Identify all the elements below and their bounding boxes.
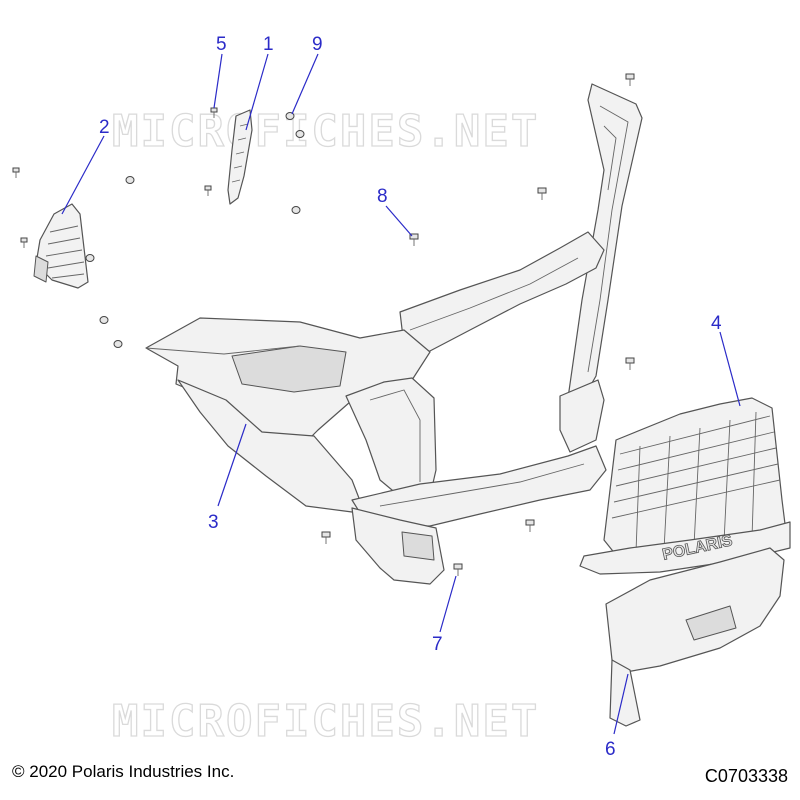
screw-grille [525,519,535,532]
clip-nut-9b [295,130,305,138]
screw-8 [409,233,419,246]
leader-7 [439,575,457,633]
clip-nut-b [291,206,301,214]
screw-top-right [625,73,635,86]
lower-skid-panel [605,547,785,727]
leader-lines [61,53,741,735]
clip-nut-c [85,254,95,262]
front-bumper-frame [145,83,643,585]
clip-nut-a [125,176,135,184]
leader-4 [719,331,741,407]
leader-6 [613,673,629,735]
front-grille: POLARIS [579,397,791,575]
callout-1: 1 [263,34,274,55]
copyright-notice: © 2020 Polaris Industries Inc. [12,762,235,781]
clip-nut-e [113,340,123,348]
callout-8: 8 [377,186,388,207]
callout-5: 5 [216,34,227,55]
push-pin-mid [204,185,212,196]
callout-labels: 1 2 3 4 5 6 7 8 9 [99,34,722,760]
fasteners [12,73,635,576]
clip-nut-d [99,316,109,324]
callout-2: 2 [99,117,110,138]
leader-2 [61,135,105,215]
push-pin-left-2 [20,237,28,248]
push-pin-left-1 [12,167,20,178]
leader-1 [245,53,269,131]
callout-9: 9 [312,34,323,55]
clip-nut-9a [285,112,295,120]
vertical-trim-strip [227,109,253,205]
leader-8 [385,205,413,237]
screw-upper [537,187,547,200]
screw-7 [453,563,463,576]
watermark-bottom: MICROFICHES.NET [112,696,539,747]
watermark-top: MICROFICHES.NET [112,106,539,157]
left-vent-grille [33,203,89,289]
leader-5 [213,53,223,109]
callout-6: 6 [605,739,616,760]
callout-3: 3 [208,512,219,533]
callout-4: 4 [711,313,722,334]
drawing-number: C0703338 [704,766,788,786]
leader-3 [217,423,247,507]
screw-right [625,357,635,370]
screw-bottom-left [321,531,331,544]
leader-9 [291,53,319,115]
callout-7: 7 [432,634,443,655]
